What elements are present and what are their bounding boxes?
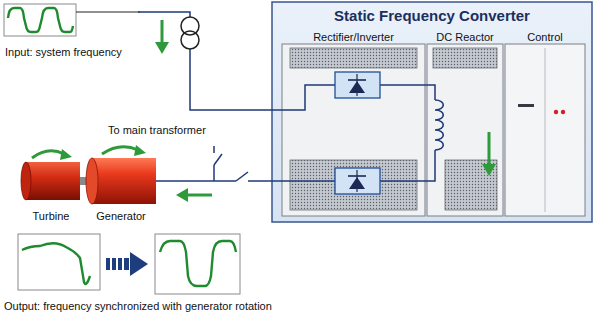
output-caption: Output: frequency synchronized with gene…	[4, 300, 272, 313]
input-flow-arrow	[155, 20, 169, 54]
inverter-block	[335, 168, 380, 194]
machine-label: Generator	[96, 210, 146, 223]
cabinet-label: Rectifier/Inverter	[313, 31, 394, 44]
current-arrow	[482, 132, 496, 176]
input-waveform-box: Input: system frequency	[4, 4, 138, 56]
output-switch	[236, 172, 248, 185]
control-cabinet: Control	[505, 26, 585, 216]
turbine: Turbine	[16, 156, 86, 220]
output-waveform-frame	[155, 234, 240, 294]
output-waveform-start	[22, 243, 90, 284]
control-cabinet-body	[505, 44, 585, 216]
input-waveform	[8, 8, 73, 32]
dc-reactor-cabinet-body	[427, 44, 503, 216]
input-caption: Input: system frequency	[5, 46, 122, 59]
rotation-arrow-head	[134, 145, 146, 156]
switch-label: To main transformer	[108, 124, 206, 137]
dc-reactor-cabinet: DC Reactor	[427, 26, 503, 216]
panel-title: Static Frequency Converter	[334, 7, 530, 25]
output-waveform-frame	[18, 234, 100, 290]
rotation-arrow-head	[60, 149, 72, 160]
converter-panel: Rectifier/Inverter DC Reactor Control Stati…	[272, 2, 592, 222]
cabinet-label: DC Reactor	[436, 31, 493, 44]
rectifier-inverter-cabinet: Rectifier/Inverter	[282, 26, 425, 216]
cabinet-label: Control	[527, 31, 562, 44]
rotation-arrows	[32, 147, 138, 158]
generator-drawing	[86, 158, 156, 204]
panel-ground	[272, 2, 592, 222]
output-flow-arrow	[176, 188, 212, 202]
leader-line	[76, 12, 140, 13]
internal-wiring	[272, 85, 435, 181]
generator: Generator	[86, 156, 156, 220]
transformer-symbol	[181, 17, 199, 49]
machine-label: Turbine	[33, 210, 70, 223]
input-waveform-frame	[4, 4, 76, 36]
dc-reactor-coil	[435, 100, 443, 150]
turbine-drawing	[21, 162, 80, 200]
main-transformer-branch	[214, 146, 222, 181]
rectifier-block	[335, 72, 380, 98]
progress-arrow	[106, 252, 148, 276]
rectifier-cabinet-body	[282, 44, 425, 216]
output-waveform-synced	[160, 241, 236, 286]
power-wire	[138, 12, 272, 110]
